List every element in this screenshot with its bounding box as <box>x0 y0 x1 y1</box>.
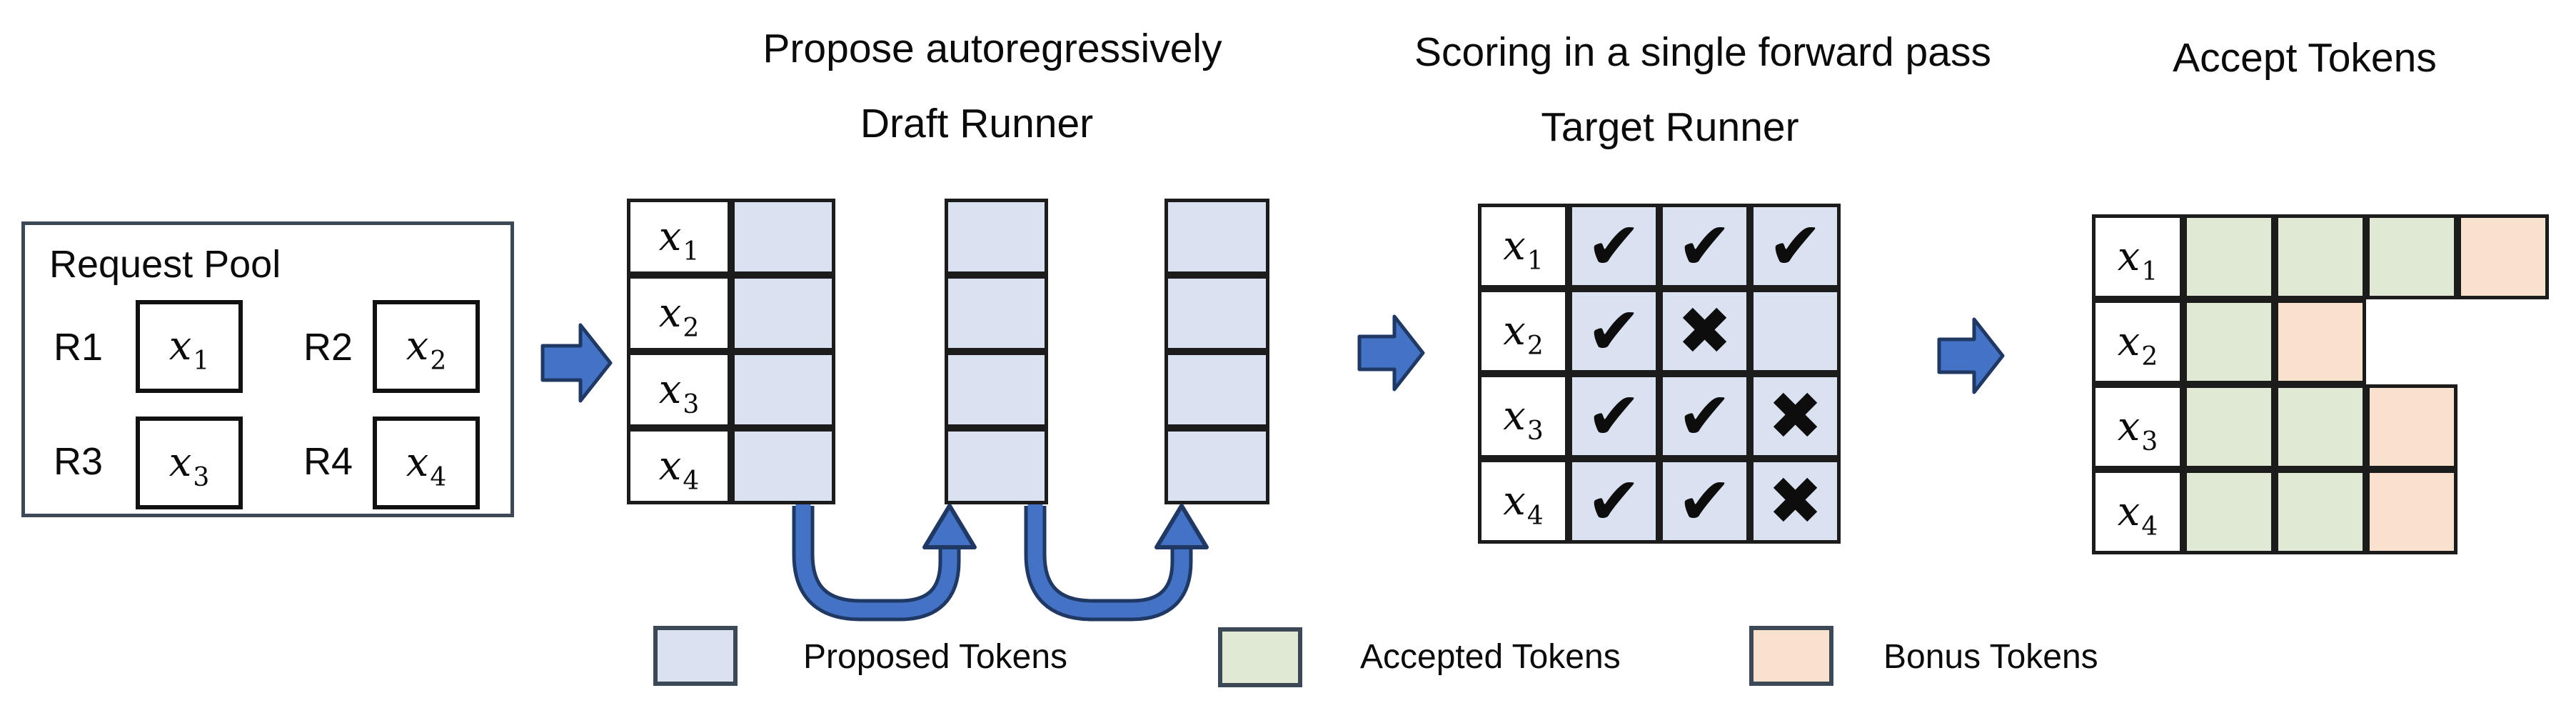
target-label-cell-x4: x4 <box>1478 459 1569 544</box>
request-token-box-r2: x2 <box>373 300 480 393</box>
token-x2: x2 <box>406 323 447 376</box>
request-pool-title: Request Pool <box>49 243 281 286</box>
request-label-r4: R4 <box>303 440 353 483</box>
draft-step2-cell-r4 <box>945 428 1048 504</box>
cross-icon: ✖ <box>1676 292 1733 369</box>
target-score-cell-r2c2: ✖ <box>1659 289 1750 374</box>
request-label-r2: R2 <box>303 326 353 369</box>
autoregressive-arrow-step2-to-step3 <box>1024 504 1209 622</box>
target-score-cell-r3c2: ✔ <box>1659 374 1750 459</box>
accept-cell-r3c2 <box>2275 384 2366 469</box>
draft-step1-cell-r1 <box>731 199 835 275</box>
accept-cell-r1c4 <box>2457 214 2549 299</box>
draft-step3-cell-r4 <box>1164 428 1269 504</box>
target-label-cell-x2: x2 <box>1478 289 1569 374</box>
check-icon: ✔ <box>1586 377 1642 454</box>
flow-arrow-target-to-accept <box>1937 317 2005 394</box>
request-token-box-r1: x1 <box>136 300 243 393</box>
draft-step1-cell-r4 <box>731 428 835 504</box>
flow-arrow-pool-to-draft <box>540 323 613 403</box>
target-score-cell-r3c1: ✔ <box>1569 374 1659 459</box>
draft-section-title: Propose autoregressively <box>763 26 1222 71</box>
draft-label-cell-x3: x3 <box>627 352 731 428</box>
accept-cell-r3c1 <box>2183 384 2275 469</box>
draft-label-cell-x2: x2 <box>627 275 731 352</box>
check-icon: ✔ <box>1676 462 1733 539</box>
check-icon: ✔ <box>1586 292 1642 369</box>
draft-step3-cell-r2 <box>1164 275 1269 352</box>
draft-label-cell-x1: x1 <box>627 199 731 275</box>
cross-icon: ✖ <box>1767 377 1823 454</box>
legend-label-bonus: Bonus Tokens <box>1883 638 2098 676</box>
target-label-cell-x3: x3 <box>1478 374 1569 459</box>
target-score-cell-r4c3: ✖ <box>1750 459 1841 544</box>
accept-label-cell-x3: x3 <box>2092 384 2183 469</box>
legend-swatch-proposed <box>653 626 738 686</box>
token-x3: x3 <box>168 439 210 492</box>
accept-label-cell-x4: x4 <box>2092 469 2183 554</box>
target-section-title: Scoring in a single forward pass <box>1414 29 1991 75</box>
accept-label-cell-x2: x2 <box>2092 299 2183 384</box>
check-icon: ✔ <box>1767 207 1823 284</box>
draft-step2-cell-r3 <box>945 352 1048 428</box>
draft-step2-cell-r2 <box>945 275 1048 352</box>
accept-cell-r2c1 <box>2183 299 2275 384</box>
draft-step3-cell-r1 <box>1164 199 1269 275</box>
target-label-cell-x1: x1 <box>1478 204 1569 289</box>
legend-swatch-accepted <box>1218 627 1302 687</box>
target-score-cell-r4c2: ✔ <box>1659 459 1750 544</box>
accept-cell-r4c3 <box>2366 469 2457 554</box>
accept-cell-r4c2 <box>2275 469 2366 554</box>
target-score-cell-r4c1: ✔ <box>1569 459 1659 544</box>
autoregressive-arrow-step1-to-step2 <box>792 504 977 622</box>
accept-tokens-title: Accept Tokens <box>2173 35 2437 81</box>
accept-cell-r1c3 <box>2366 214 2457 299</box>
check-icon: ✔ <box>1676 207 1733 284</box>
cross-icon: ✖ <box>1767 462 1823 539</box>
accept-cell-r2c2 <box>2275 299 2366 384</box>
token-x1: x1 <box>168 323 210 376</box>
flow-arrow-draft-to-target <box>1357 314 1425 392</box>
accept-label-cell-x1: x1 <box>2092 214 2183 299</box>
request-token-box-r4: x4 <box>373 417 480 509</box>
check-icon: ✔ <box>1586 462 1642 539</box>
legend-label-accepted: Accepted Tokens <box>1360 638 1621 676</box>
draft-step3-cell-r3 <box>1164 352 1269 428</box>
check-icon: ✔ <box>1586 207 1642 284</box>
draft-step1-cell-r3 <box>731 352 835 428</box>
target-score-cell-r3c3: ✖ <box>1750 374 1841 459</box>
accept-cell-r3c3 <box>2366 384 2457 469</box>
draft-runner-title: Draft Runner <box>860 101 1094 146</box>
legend-label-proposed: Proposed Tokens <box>803 638 1068 676</box>
draft-step2-cell-r1 <box>945 199 1048 275</box>
target-score-cell-r2c3 <box>1750 289 1841 374</box>
target-score-cell-r2c1: ✔ <box>1569 289 1659 374</box>
request-label-r1: R1 <box>54 326 104 369</box>
target-score-cell-r1c2: ✔ <box>1659 204 1750 289</box>
legend-swatch-bonus <box>1749 626 1833 686</box>
target-score-cell-r1c1: ✔ <box>1569 204 1659 289</box>
request-pool-box: Request Pool R1 x1 R2 x2 R3 x3 R4 x4 <box>21 221 514 517</box>
token-x4: x4 <box>406 439 447 492</box>
target-runner-title: Target Runner <box>1541 104 1799 150</box>
check-icon: ✔ <box>1676 377 1733 454</box>
request-token-box-r3: x3 <box>136 417 243 509</box>
target-score-cell-r1c3: ✔ <box>1750 204 1841 289</box>
draft-step1-cell-r2 <box>731 275 835 352</box>
accept-cell-r1c2 <box>2275 214 2366 299</box>
accept-cell-r1c1 <box>2183 214 2275 299</box>
draft-label-cell-x4: x4 <box>627 428 731 504</box>
request-label-r3: R3 <box>54 440 104 483</box>
accept-cell-r4c1 <box>2183 469 2275 554</box>
